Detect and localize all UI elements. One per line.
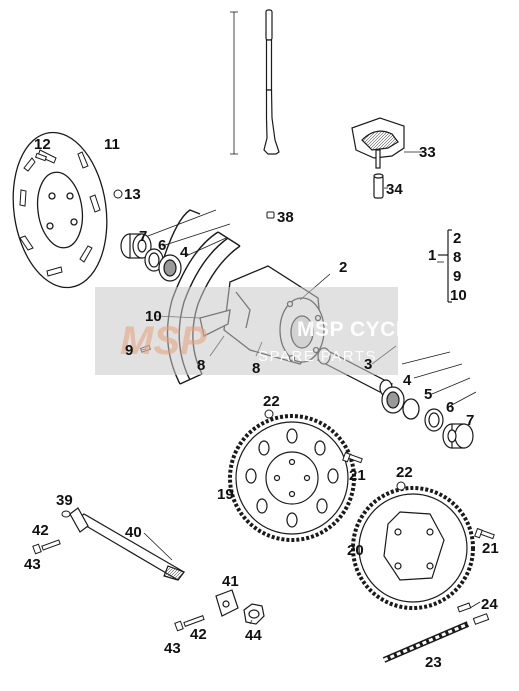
sprocket-nut-left-part[interactable] xyxy=(264,409,274,419)
brake-disc-part[interactable] xyxy=(4,126,117,293)
callout-43-upper[interactable]: 43 xyxy=(24,556,41,573)
disc-nut-part[interactable] xyxy=(113,189,123,199)
watermark-box xyxy=(95,287,398,375)
circlip-right-part[interactable] xyxy=(402,398,420,420)
callout-21-right[interactable]: 21 xyxy=(482,540,499,557)
callout-2[interactable]: 2 xyxy=(339,259,348,276)
callout-6-left[interactable]: 6 xyxy=(158,237,167,254)
callout-11[interactable]: 11 xyxy=(104,136,120,153)
valve-cap-part[interactable] xyxy=(351,117,405,169)
bracket-item-9[interactable]: 9 xyxy=(453,268,462,285)
callout-42-lower[interactable]: 42 xyxy=(190,626,207,643)
axle-part[interactable] xyxy=(69,507,185,581)
sprocket-small-part[interactable] xyxy=(351,486,475,610)
axle-nut-part[interactable] xyxy=(243,603,265,625)
callout-21-left[interactable]: 21 xyxy=(349,467,366,484)
callout-8-right[interactable]: 8 xyxy=(252,360,261,377)
callout-38[interactable]: 38 xyxy=(277,209,294,226)
sprocket-bolt-right-part[interactable] xyxy=(474,527,495,540)
bracket-item-10[interactable]: 10 xyxy=(450,287,467,304)
callout-1[interactable]: 1 xyxy=(428,247,437,264)
bracket-item-8[interactable]: 8 xyxy=(453,249,462,266)
bearing-right-part[interactable] xyxy=(381,386,405,414)
callout-19[interactable]: 19 xyxy=(217,486,234,503)
valve-insert-part[interactable] xyxy=(373,173,384,199)
callout-7-right[interactable]: 7 xyxy=(466,412,475,429)
bolt-38-part[interactable] xyxy=(266,211,275,219)
callout-7-left[interactable]: 7 xyxy=(139,228,148,245)
spoke-rod-part[interactable] xyxy=(230,9,280,155)
watermark-logo: MSP xyxy=(120,319,207,363)
callout-8-left[interactable]: 8 xyxy=(197,357,206,374)
callout-10[interactable]: 10 xyxy=(145,308,162,325)
callout-20[interactable]: 20 xyxy=(347,542,364,559)
watermark-brand-text: MSP CYCLE xyxy=(297,318,424,341)
callout-12[interactable]: 12 xyxy=(34,136,51,153)
callout-22-left[interactable]: 22 xyxy=(263,393,280,410)
callout-44[interactable]: 44 xyxy=(245,627,262,644)
callout-23[interactable]: 23 xyxy=(425,654,442,671)
sprocket-large-part[interactable] xyxy=(228,414,356,542)
svg-text:MSP: MSP xyxy=(120,319,207,363)
callout-43-lower[interactable]: 43 xyxy=(164,640,181,657)
callout-9[interactable]: 9 xyxy=(125,342,134,359)
bearing-left-part[interactable] xyxy=(158,254,182,282)
callout-5[interactable]: 5 xyxy=(424,386,433,403)
callout-13[interactable]: 13 xyxy=(124,186,141,203)
axle-bolt-lower-part[interactable] xyxy=(174,615,205,632)
callout-41[interactable]: 41 xyxy=(222,573,239,590)
callout-39[interactable]: 39 xyxy=(56,492,73,509)
ring-right-part[interactable] xyxy=(424,408,444,432)
callout-4-left[interactable]: 4 xyxy=(180,244,189,261)
callout-40[interactable]: 40 xyxy=(125,524,142,541)
chain-adjuster-part[interactable] xyxy=(215,589,239,617)
axle-bolt-upper-part[interactable] xyxy=(32,539,61,555)
axle-washer-part[interactable] xyxy=(61,510,71,518)
callout-3[interactable]: 3 xyxy=(364,356,373,373)
chain-part[interactable] xyxy=(382,621,470,663)
group-bracket xyxy=(438,229,452,303)
callout-42-upper[interactable]: 42 xyxy=(32,522,49,539)
callout-22-right[interactable]: 22 xyxy=(396,464,413,481)
watermark-sub-text: SPARE PARTS xyxy=(258,348,378,365)
ring-left-part[interactable] xyxy=(144,248,164,272)
sprocket-bolt-left-part[interactable] xyxy=(342,451,363,464)
callout-6-right[interactable]: 6 xyxy=(446,399,455,416)
chain-link-part[interactable] xyxy=(457,602,490,625)
callout-34[interactable]: 34 xyxy=(386,181,403,198)
callout-33[interactable]: 33 xyxy=(419,144,436,161)
callout-4-right[interactable]: 4 xyxy=(403,372,412,389)
seal-right-part[interactable] xyxy=(442,423,474,449)
sprocket-nut-right-part[interactable] xyxy=(396,481,406,491)
callout-24[interactable]: 24 xyxy=(481,596,498,613)
seal-left-part[interactable] xyxy=(120,233,152,259)
disc-screw-part[interactable] xyxy=(34,152,48,162)
bracket-item-2[interactable]: 2 xyxy=(453,230,462,247)
